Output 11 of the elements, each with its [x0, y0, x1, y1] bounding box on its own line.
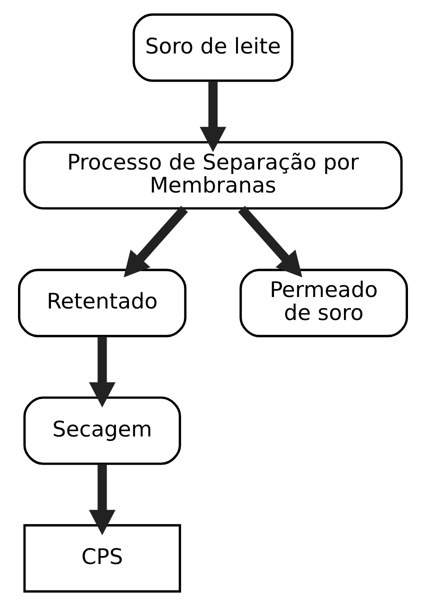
node-box: Permeado de soro [240, 268, 408, 338]
node-box: Retentado [18, 268, 186, 338]
arrow [200, 81, 226, 152]
arrow [88, 464, 116, 536]
node-box: CPS [23, 524, 182, 593]
arrow [124, 206, 188, 278]
node-box: Secagem [23, 396, 182, 465]
arrow [88, 336, 116, 408]
node-box: Soro de leite [132, 13, 294, 82]
node-box: Processo de Separação por Membranas [23, 141, 403, 210]
arrow [238, 206, 302, 278]
